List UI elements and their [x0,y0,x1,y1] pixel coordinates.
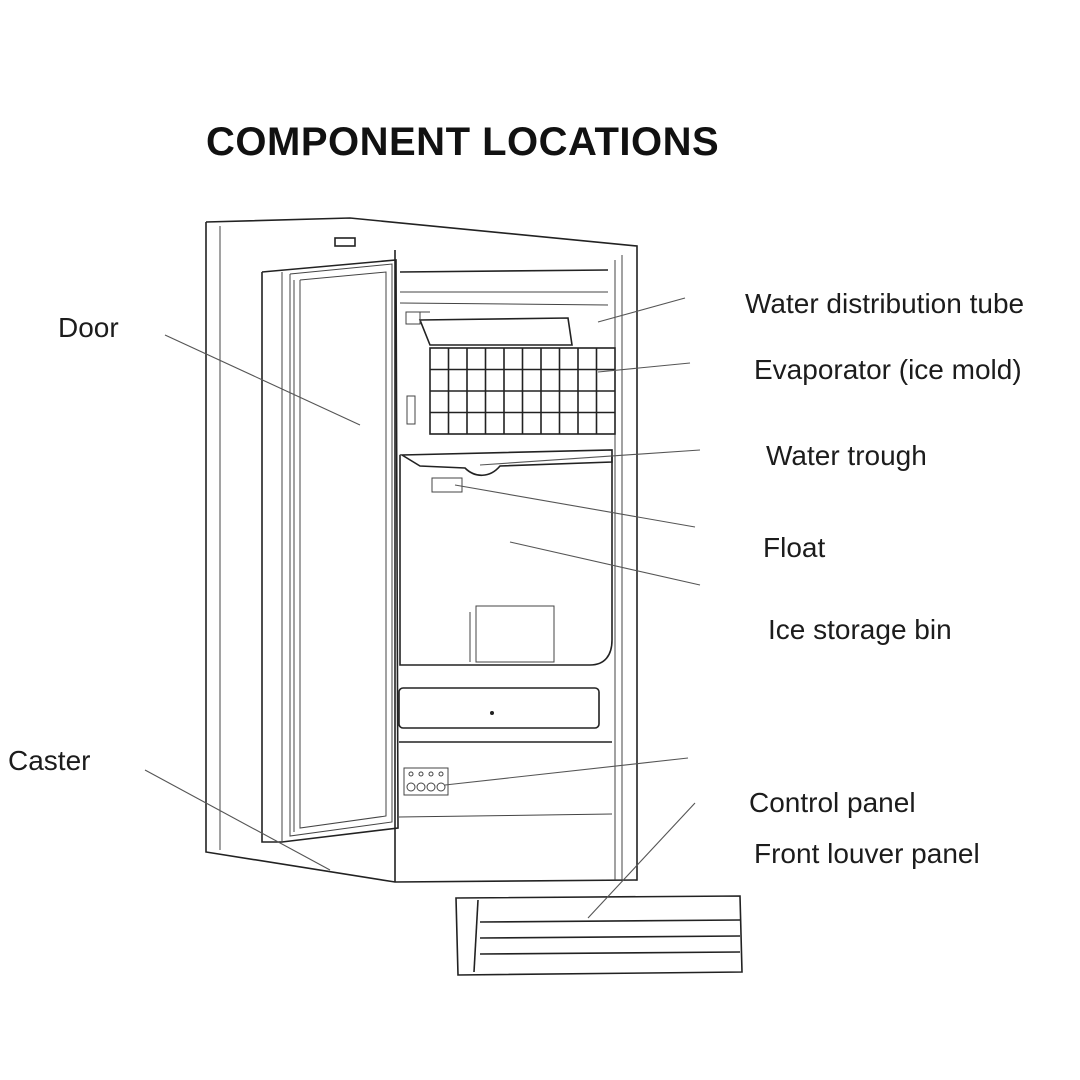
label-caster: Caster [8,745,91,776]
evaporator-ice-mold [429,347,616,435]
leader-water-trough [479,449,701,466]
cabinet-body [205,217,638,883]
label-water-trough: Water trough [766,440,927,471]
label-float: Float [763,532,826,563]
label-evaporator: Evaporator (ice mold) [754,354,1022,385]
control-button [416,782,426,792]
indicator-light [408,771,414,777]
control-panel [403,767,449,796]
leader-evaporator [597,362,691,373]
control-button [426,782,436,792]
control-button [436,782,446,792]
leader-ice-storage-bin [509,541,701,586]
indicator-light [428,771,434,777]
leader-water-distribution-tube [597,297,686,323]
leader-front-louver-panel [587,802,696,919]
door-panel [261,237,399,843]
label-ice-storage-bin: Ice storage bin [768,614,952,645]
front-louver-panel [455,895,743,976]
label-control-panel: Control panel [749,787,916,818]
indicator-light [418,771,424,777]
label-water-distribution-tube: Water distribution tube [745,288,1025,319]
float-shape [431,477,463,493]
water-trough [399,395,613,493]
leader-float [454,484,696,528]
label-front-louver-panel: Front louver panel [754,838,980,869]
bin-drawer [398,687,613,818]
leader-door [164,334,361,426]
leader-caster [144,769,331,871]
indicator-light [438,771,444,777]
leader-lines [144,297,701,919]
label-door: Door [58,312,119,343]
water-distribution-tube [405,311,573,346]
control-button [406,782,416,792]
leader-control-panel [444,757,689,786]
door-hinge [334,237,356,247]
diagram-title: COMPONENT LOCATIONS [206,120,720,164]
ice-storage-bin [399,455,613,666]
